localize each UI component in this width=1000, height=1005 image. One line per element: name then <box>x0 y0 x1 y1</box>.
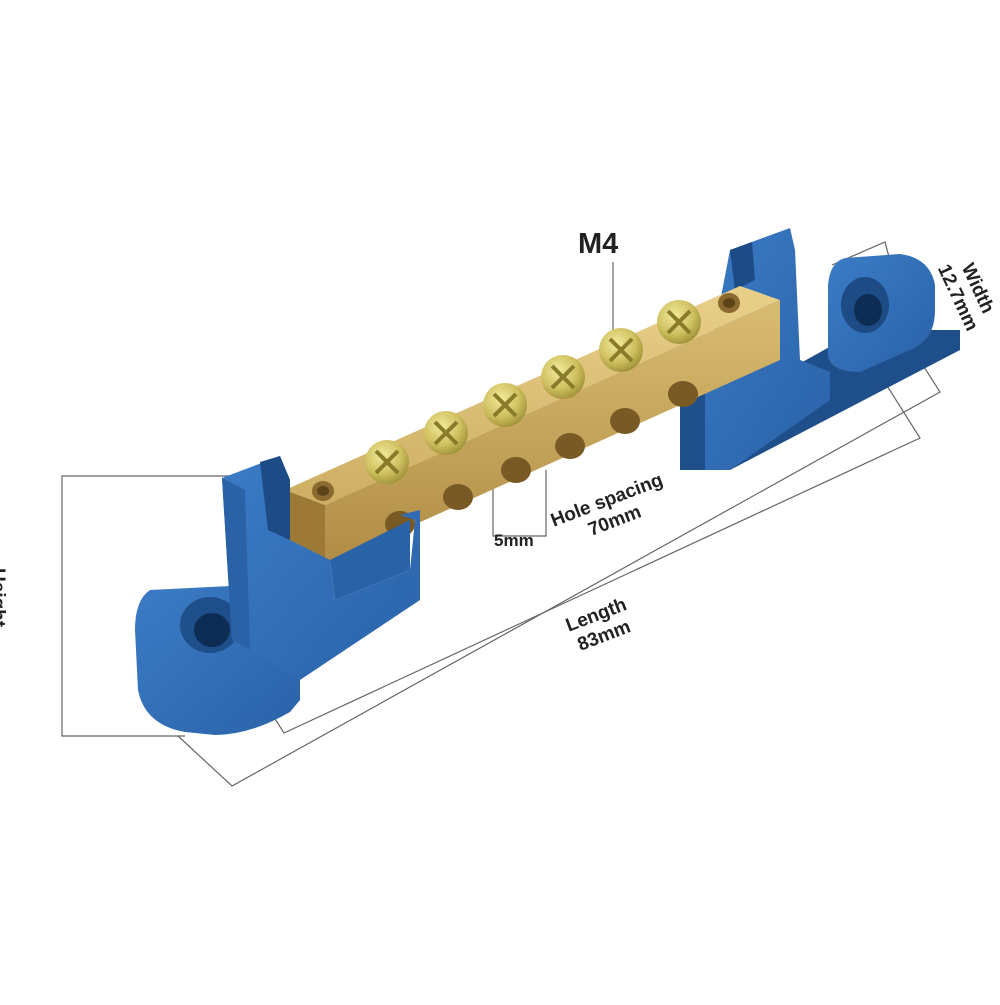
height-label: Height 20mm <box>0 568 8 627</box>
screw-1 <box>365 440 409 484</box>
screw-3 <box>483 383 527 427</box>
end-threaded-holes <box>312 293 740 501</box>
brass-bus-bar <box>285 286 780 565</box>
screw-6 <box>657 300 701 344</box>
screw-4 <box>541 355 585 399</box>
left-insulator-support <box>135 456 420 735</box>
height-title: Height <box>0 568 8 628</box>
screw-spacing-dimension-line <box>492 470 547 537</box>
screw-spacing-label: 5mm <box>494 531 534 550</box>
screw-2 <box>424 411 468 455</box>
length-dimension-line <box>177 344 941 787</box>
height-dimension-line <box>61 475 232 737</box>
thread-size-label: M4 <box>578 228 619 260</box>
screw-5 <box>599 328 643 372</box>
terminal-screws <box>365 300 701 484</box>
